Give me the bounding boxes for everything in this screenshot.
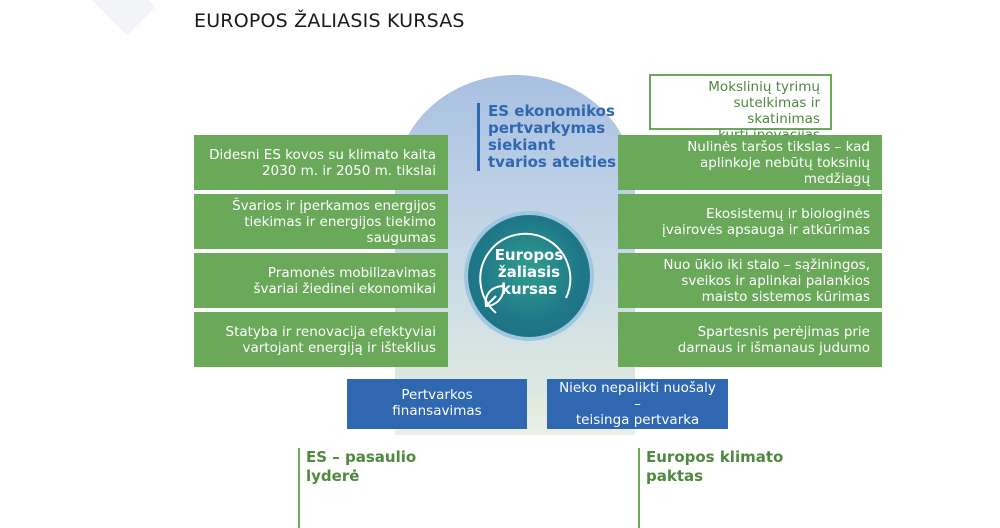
- center-heading: ES ekonomikos pertvarkymas siekiant tvar…: [477, 103, 617, 171]
- just-transition-box: Nieko nepalikti nuošaly – teisinga pertv…: [547, 379, 728, 429]
- eu-global-leader-heading: ES – pasaulio lyderė: [298, 448, 438, 528]
- circle-swirl-icon: [479, 232, 572, 314]
- goal-box-circular-economy: Pramonės mobilizavimas švariai žiedinei …: [194, 253, 448, 308]
- goal-box-mobility: Spartesnis perėjimas prie darnaus ir išm…: [618, 312, 882, 367]
- leaf-icon: [484, 284, 506, 308]
- goal-box-farm-to-fork: Nuo ūkio iki stalo – sąžiningos, sveikos…: [618, 253, 882, 308]
- goal-box-clean-energy: Švarios ir įperkamos energijos tiekimas …: [194, 194, 448, 249]
- goal-box-zero-pollution: Nulinės taršos tikslas – kad aplinkoje n…: [618, 135, 882, 190]
- goal-box-climate-targets: Didesni ES kovos su klimato kaita 2030 m…: [194, 135, 448, 190]
- page-title: EUROPOS ŽALIASIS KURSAS: [194, 10, 465, 32]
- corner-decoration: [84, 0, 156, 36]
- center-circle-label: Europos žaliasis kursas: [494, 246, 564, 298]
- research-innovation-box: Mokslinių tyrimų sutelkimas ir skatinima…: [649, 74, 832, 143]
- climate-pact-heading: Europos klimato paktas: [638, 448, 798, 528]
- goal-box-building-renovation: Statyba ir renovacija efektyviai vartoja…: [194, 312, 448, 367]
- goal-box-biodiversity: Ekosistemų ir biologinės įvairovės apsau…: [618, 194, 882, 249]
- financing-box: Pertvarkos finansavimas: [347, 379, 527, 429]
